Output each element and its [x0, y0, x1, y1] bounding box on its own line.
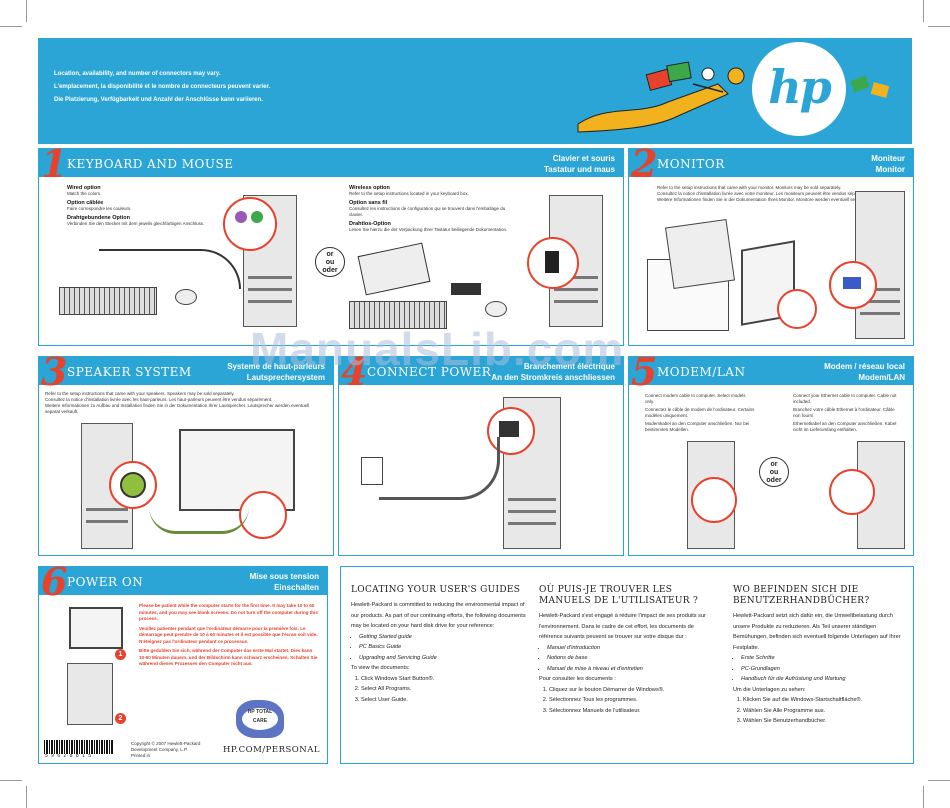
wired-mouse	[175, 289, 197, 305]
power-on-warning: Please be patient while the computer sta…	[139, 603, 318, 666]
media-icons	[850, 75, 890, 98]
modem-port-zoom	[691, 477, 737, 523]
lan-instructions: Connect your Ethernet cable to computer.…	[793, 393, 897, 432]
barcode	[44, 740, 114, 754]
panel-header	[39, 149, 623, 177]
note-fr: L'emplacement, la disponibilité et le no…	[54, 84, 271, 90]
step-number: 2	[631, 141, 658, 186]
computer-tower	[67, 663, 113, 725]
connector-notes: Location, availability, and number of co…	[54, 68, 270, 107]
panel-header	[339, 357, 623, 385]
step-number: 5	[631, 349, 658, 394]
wired-keyboard	[59, 287, 157, 315]
wired-option-text: Wired option Match the colors. Option câ…	[67, 185, 205, 226]
step-number: 6	[41, 559, 68, 604]
panel-header	[629, 357, 913, 385]
audio-cable	[149, 507, 249, 534]
step-badge-2: 2	[115, 713, 126, 724]
lan-port-zoom	[829, 469, 875, 515]
wireless-receiver	[451, 283, 481, 295]
speaker-instructions: Refer to the setup instructions that cam…	[45, 391, 310, 414]
panel-header	[39, 567, 327, 595]
ps2-port-zoom	[223, 197, 277, 251]
step-number: 4	[341, 349, 368, 394]
keyboard-cable	[99, 249, 241, 289]
user-guides-section: LOCATING YOUR USER'S GUIDES Hewlett-Pack…	[340, 566, 914, 764]
monitor-instruction-sheet	[664, 218, 736, 290]
note-de: Die Platzierung, Verfügbarkeit und Anzah…	[54, 97, 263, 103]
crop-mark	[0, 26, 22, 27]
crop-mark	[928, 780, 950, 781]
hp-total-care-logo: HP TOTAL CARE	[236, 700, 284, 738]
panel-title: KEYBOARD AND MOUSE	[67, 157, 234, 171]
crop-mark	[928, 26, 950, 27]
monitor-instructions: Refer to the setup instructions that cam…	[657, 185, 884, 202]
guides-german: WO BEFINDEN SICH DIE BENUTZERHANDBÜCHER?…	[733, 585, 908, 727]
panel-header	[629, 149, 913, 177]
power-cable	[379, 437, 500, 500]
step-number: 3	[41, 349, 68, 394]
wireless-mouse	[485, 301, 507, 317]
watermark: ManualsLib.com	[250, 323, 625, 375]
crop-mark	[923, 0, 924, 22]
monitor-display	[69, 607, 123, 649]
guides-title-fr: OÙ PUIS-JE TROUVER LES MANUELS DE L'UTIL…	[539, 585, 699, 606]
usb-port-zoom	[527, 237, 579, 289]
guides-title-de: WO BEFINDEN SICH DIE BENUTZERHANDBÜCHER?	[733, 585, 870, 606]
panel-title: CONNECT POWER	[367, 365, 492, 379]
barcode-number: 5 9 6 2 8 8 1 5	[45, 753, 92, 759]
panel-header	[39, 357, 333, 385]
hand-illustration	[577, 61, 745, 133]
speaker-jack-zoom	[239, 491, 287, 539]
crop-mark	[923, 786, 924, 808]
note-en: Location, availability, and number of co…	[54, 71, 221, 77]
panel-speaker-system: 3 SPEAKER SYSTEM Systeme de haut-parleur…	[38, 349, 334, 556]
panel-title: MONITOR	[657, 157, 725, 171]
monitor-power-zoom	[777, 289, 817, 329]
panel-title: POWER ON	[67, 575, 144, 589]
panel-title: SPEAKER SYSTEM	[67, 365, 192, 379]
modem-instructions: Connect modem cable to computer. Select …	[645, 393, 755, 432]
panel-title: MODEM/LAN	[657, 365, 746, 379]
vga-port-zoom	[829, 261, 877, 309]
step-number: 1	[41, 141, 68, 186]
crop-mark	[26, 0, 27, 22]
audio-port-zoom	[109, 461, 157, 509]
guides-title-en: LOCATING YOUR USER'S GUIDES	[351, 585, 521, 595]
copyright: Copyright © 2007 Hewlett-Packard Develop…	[131, 741, 201, 758]
hp-url: HP.COM/PERSONAL	[223, 745, 320, 755]
step-badge-1: 1	[115, 649, 126, 660]
guides-french: OÙ PUIS-JE TROUVER LES MANUELS DE L'UTIL…	[539, 585, 714, 716]
wireless-instructions-sheet	[357, 242, 431, 296]
crop-mark	[26, 786, 27, 808]
wireless-keyboard	[349, 301, 447, 329]
crop-mark	[0, 780, 22, 781]
wireless-option-text: Wireless option Refer to the setup instr…	[349, 185, 508, 232]
hp-logo: hp	[752, 42, 846, 136]
guides-english: LOCATING YOUR USER'S GUIDES Hewlett-Pack…	[351, 585, 526, 705]
